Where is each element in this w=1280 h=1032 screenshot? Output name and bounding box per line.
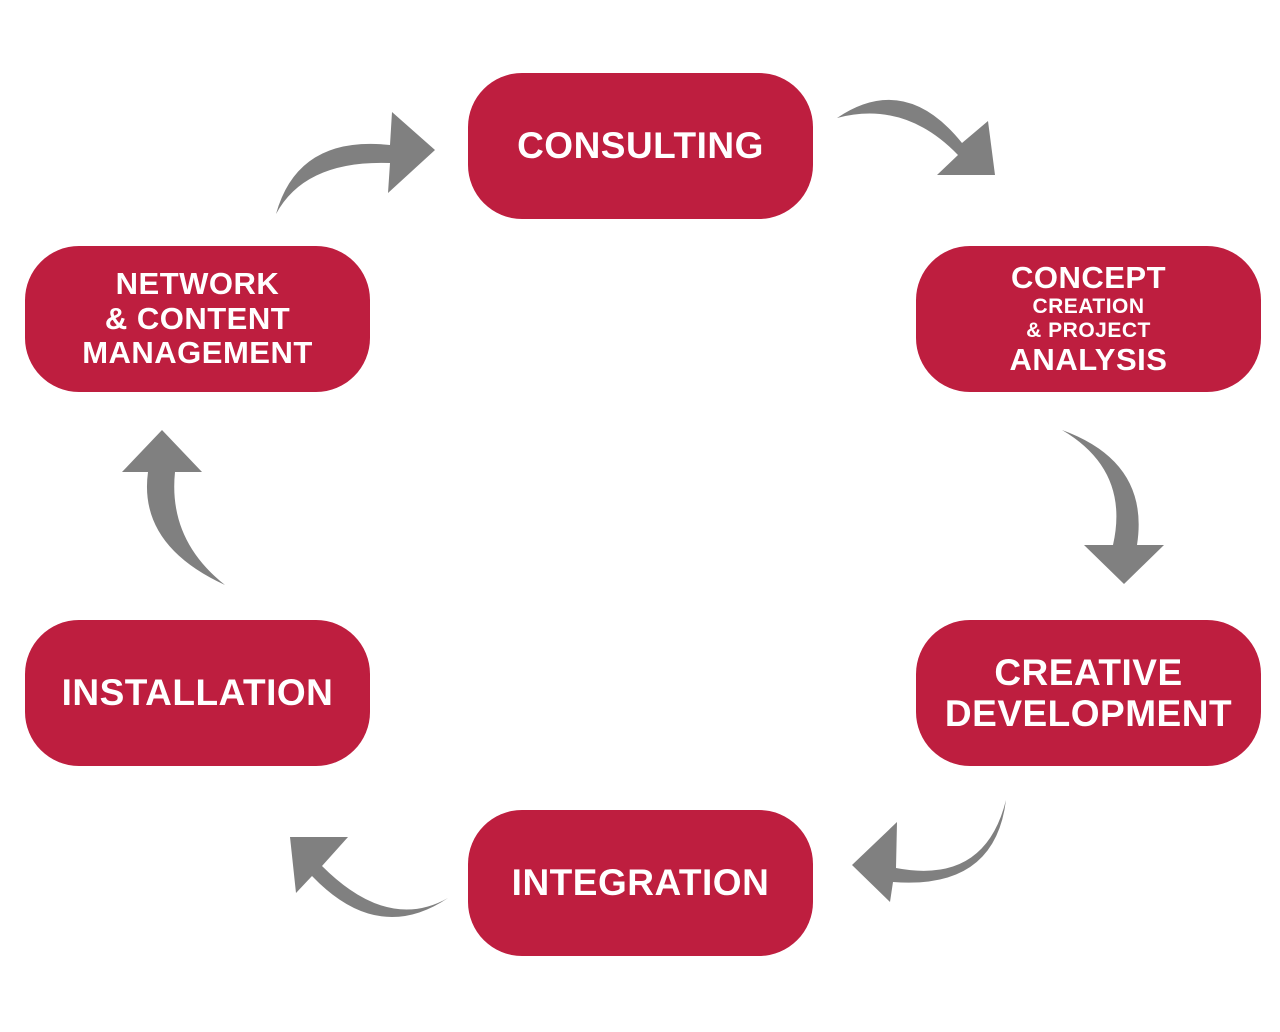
arrow-consulting-to-concept [837,99,995,175]
step-creative-label-2: DEVELOPMENT [944,693,1233,734]
step-consulting-label: CONSULTING [517,125,764,167]
step-consulting[interactable]: CONSULTING [468,73,813,219]
step-integration[interactable]: INTEGRATION [468,810,813,956]
step-network-label-3: MANAGEMENT [82,335,313,371]
step-installation[interactable]: INSTALLATION [25,620,370,766]
step-concept-label-2: CREATION [1032,295,1145,319]
arrow-concept-to-creative [1062,430,1164,584]
arrow-installation-to-network [122,430,225,585]
arrow-creative-to-integration [852,800,1006,902]
step-concept-label-3: & PROJECT [1026,319,1151,342]
arrow-integration-to-installation [290,837,448,918]
step-installation-label: INSTALLATION [61,672,334,714]
step-network-content-management[interactable]: NETWORK & CONTENT MANAGEMENT [25,246,370,392]
step-concept-label-1: CONCEPT [1010,259,1167,295]
step-concept-creation[interactable]: CONCEPT CREATION & PROJECT ANALYSIS [916,246,1261,392]
step-creative-label-1: CREATIVE [994,651,1183,693]
step-integration-label: INTEGRATION [511,862,770,904]
step-concept-label-4: ANALYSIS [1009,341,1168,377]
step-creative-development[interactable]: CREATIVE DEVELOPMENT [916,620,1261,766]
step-network-label-1: NETWORK [115,265,280,301]
arrow-network-to-consulting [276,112,435,214]
step-network-label-2: & CONTENT [104,300,291,336]
